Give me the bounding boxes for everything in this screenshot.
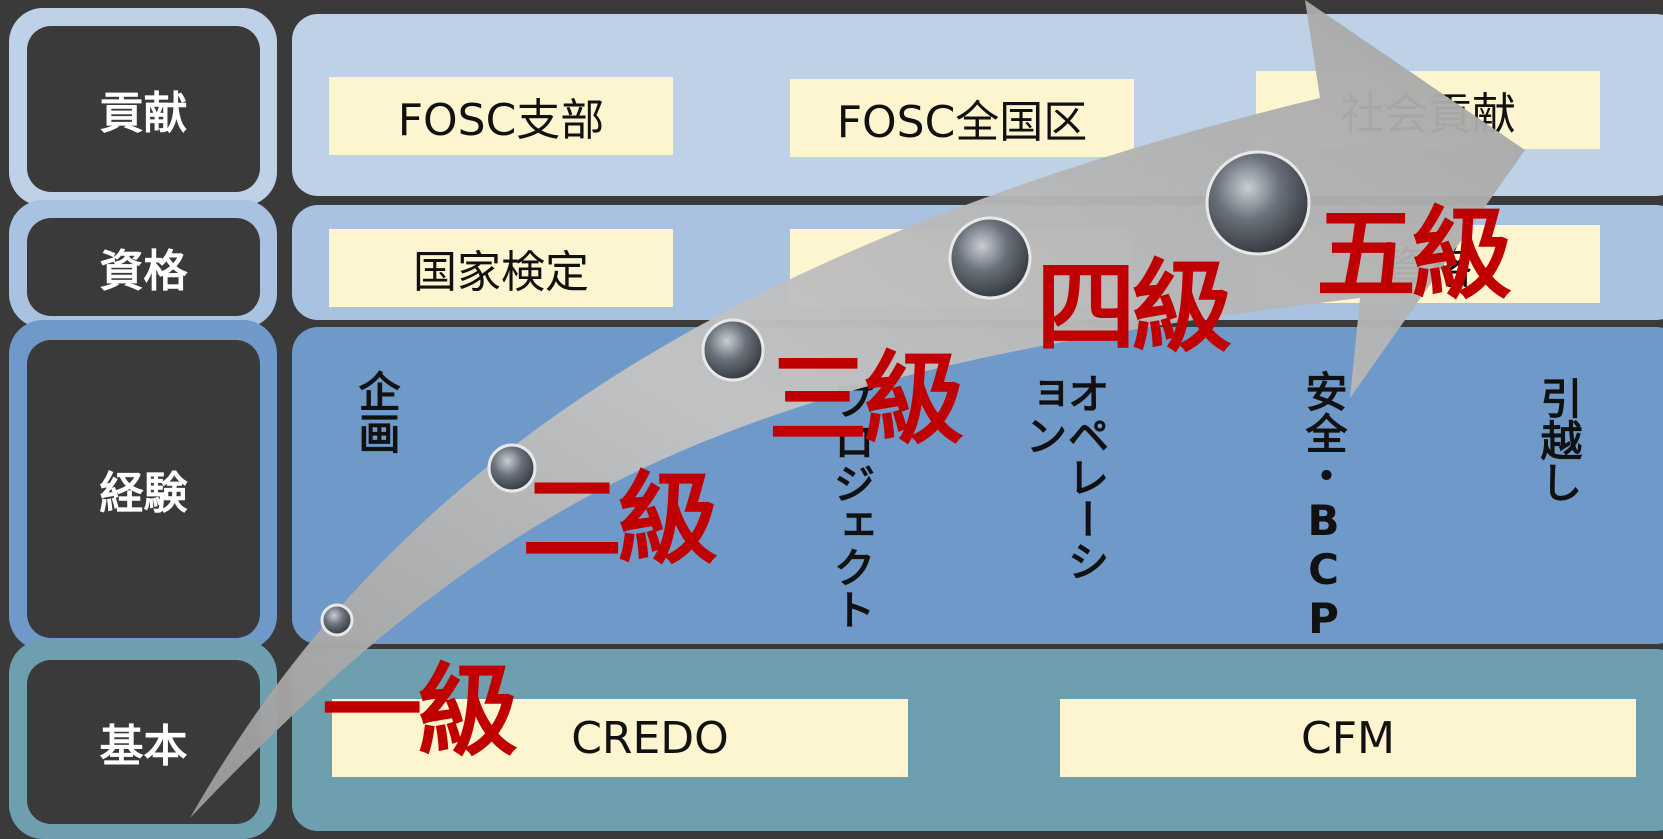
contribution-box-fosc-branch: FOSC支部 <box>329 77 673 155</box>
basic-box-cfm: CFM <box>1060 699 1636 777</box>
basic-box-credo: CREDO <box>332 699 908 777</box>
bead-1 <box>320 603 354 637</box>
category-experience: 経験 <box>27 340 260 638</box>
level-2: 二級 <box>522 461 718 578</box>
experience-planning: 企画 <box>352 370 401 454</box>
qualification-box-national-exam: 国家検定 <box>329 229 673 307</box>
experience-moving: 引越し <box>1534 377 1583 503</box>
experience-safety-bcp: 安全・BCP <box>1299 370 1348 643</box>
arrow-body <box>190 0 1525 818</box>
bead-3 <box>701 318 765 382</box>
bead-4 <box>948 216 1032 300</box>
contribution-box-fosc-national: FOSC全国区 <box>790 79 1134 157</box>
bead-2 <box>487 443 537 493</box>
category-contribution: 貢献 <box>27 26 260 192</box>
category-qualification: 資格 <box>27 218 260 316</box>
experience-operation: オペレーション <box>1019 372 1110 582</box>
level-3: 三級 <box>768 341 964 458</box>
bead-5 <box>1205 150 1311 256</box>
experience-project: プロジェクト <box>827 378 876 630</box>
category-basic: 基本 <box>27 660 260 824</box>
level-1: 一級 <box>322 653 518 770</box>
arrow-beads <box>320 150 1311 637</box>
level-4: 四級 <box>1036 249 1232 366</box>
level-5: 五級 <box>1316 196 1512 313</box>
